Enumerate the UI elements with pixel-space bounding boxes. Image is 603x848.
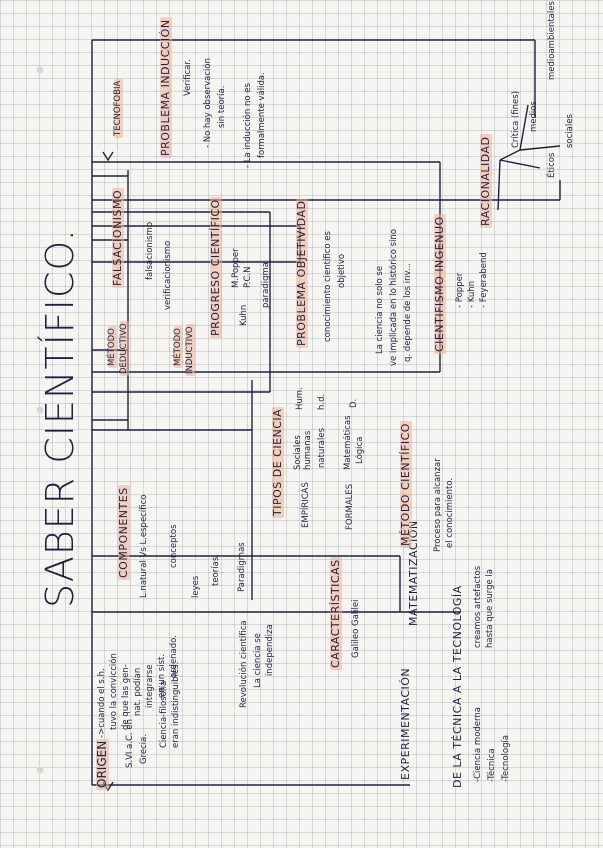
caracteristicas-heading: CARACTERÍSTICAS	[330, 557, 342, 670]
tipos-mat: Matemáticas	[344, 415, 353, 470]
racionalidad-eticos: Éticos	[548, 153, 557, 178]
racionalidad-critica: Crítica	[512, 121, 521, 148]
tipos-naturales: naturales	[318, 428, 327, 468]
tipos-hd: h.d.	[318, 394, 327, 410]
componentes-item-2: teorías.	[212, 554, 221, 586]
induccion-n5: formalmente válida.	[258, 72, 267, 158]
objetividad-heading: PROBLEMA OBJETIVIDAD	[296, 199, 308, 348]
ingenuo-item-2: - Feyerabend	[480, 252, 489, 308]
verificacionismo: verificacionismo	[164, 241, 173, 310]
induccion-n2: - No hay observación	[204, 58, 213, 148]
metodo-desc1: Proceso para alcanzar	[434, 458, 443, 552]
origen-c2: eran indistinguibles.	[172, 662, 181, 748]
origen-r3: independiza	[266, 624, 275, 676]
componentes-heading: COMPONENTES	[118, 485, 130, 580]
tipos-formales: FORMALES	[346, 484, 355, 530]
objetividad-p5: q. depende de los inv...	[404, 263, 413, 362]
progreso-heading: PROGRESO CIENTÍFICO	[210, 197, 222, 338]
componentes-item-0: conceptos	[170, 524, 179, 568]
deductivo-l1: MÉTODO	[108, 326, 117, 368]
induccion-n1: Verificar.	[184, 59, 193, 96]
progreso-line2: Kuhn	[240, 305, 249, 326]
galileo: Galileo Galilei	[352, 600, 361, 658]
falsacionismo-heading: FALSACIONISMO	[112, 188, 124, 288]
ingenuo-item-0: - Popper	[456, 273, 465, 308]
tipos-empiricas: EMPÍRICAS	[302, 482, 311, 528]
origen-def-3: nat. podían	[134, 668, 143, 716]
induccion-n4: - La inducción no es	[244, 83, 253, 168]
page-title: SABER CIENTÍFICO.	[40, 228, 82, 608]
tecnica-note2: hasta que surge la	[486, 569, 495, 648]
tipos-sociales: Sociales	[294, 435, 303, 470]
progreso-line4: paradigma	[262, 262, 271, 308]
racionalidad-medios: medios	[530, 101, 539, 132]
origen-r2: La ciencia se	[254, 633, 263, 688]
origen-def-4: integrarse	[146, 664, 155, 708]
tipos-logica: Lógica	[356, 437, 365, 464]
objetividad-p2: objetivo	[338, 254, 347, 288]
tipos-heading: TIPOS DE CIENCIA	[272, 407, 284, 518]
inductivo-l1: MÉTODO	[174, 326, 183, 368]
tecnica-item-2: -Tecnología	[502, 735, 511, 782]
origen-heading: ORIGEN	[96, 739, 109, 790]
tecnica-item-0: -Ciencia moderna	[474, 707, 483, 782]
tipos-hum: Hum.	[296, 387, 305, 410]
racionalidad-heading: RACIONALIDAD	[480, 134, 492, 228]
origen-grecia: Grecia.	[140, 734, 149, 764]
origen-siglo: S.VI a.C. en	[126, 719, 135, 768]
origen-r1: Revolución científica	[240, 620, 249, 708]
ingenuo-item-1: - Kuhn	[468, 281, 477, 308]
experimentacion: EXPERIMENTACIÓN	[400, 668, 412, 780]
tecnica-heading: DE LA TÉCNICA A LA TECNOLOGÍA	[452, 585, 464, 788]
objetividad-p1: conocimiento científico es	[324, 231, 333, 342]
componentes-lang: L.natural Vs L.específico	[140, 495, 149, 598]
ingenuo-heading: CIENTIFISMO INGENUO	[434, 214, 446, 354]
induccion-heading: PROBLEMA INDUCCIÓN	[160, 17, 172, 158]
origen-def-1: tuvo la convicción	[110, 653, 119, 730]
origen-c1: Ciencia-filosofía	[160, 681, 169, 748]
componentes-item-3: Paradigmas	[238, 542, 247, 592]
metodo-heading: MÉTODO CIENTÍFICO	[400, 421, 412, 548]
deductivo-l2: DEDUCTIVO	[120, 321, 129, 376]
racionalidad-medio: medioambientales	[548, 1, 557, 80]
tipos-humanas: humanas	[304, 431, 313, 470]
racionalidad-sociales: sociales	[566, 114, 575, 148]
progreso-line1: M.Popper	[232, 248, 241, 288]
inductivo-l2: INDUCTIVO	[186, 324, 195, 376]
tipos-d: D.	[350, 399, 359, 408]
tecnica-note1: creamos artefactos	[474, 566, 483, 648]
objetividad-p4: ve implicada en lo histórico sino	[390, 229, 399, 366]
componentes-item-1: leyes	[192, 576, 201, 598]
progreso-line3: P.C.N	[244, 267, 253, 289]
objetividad-p3: La ciencia no solo se	[376, 266, 385, 354]
racionalidad-fines: (fines)	[512, 91, 521, 118]
induccion-n3: sin teoría.	[218, 86, 227, 128]
tecnica-item-1: -Técnica	[488, 748, 497, 782]
origen-def-0: ->cuando el s.h.	[98, 668, 107, 738]
tecnofobia: TECNOFOBIA	[114, 79, 123, 138]
metodo-desc2: el conocimiento.	[446, 478, 455, 548]
falsacionismo-ej: falsacionismo	[146, 222, 155, 280]
